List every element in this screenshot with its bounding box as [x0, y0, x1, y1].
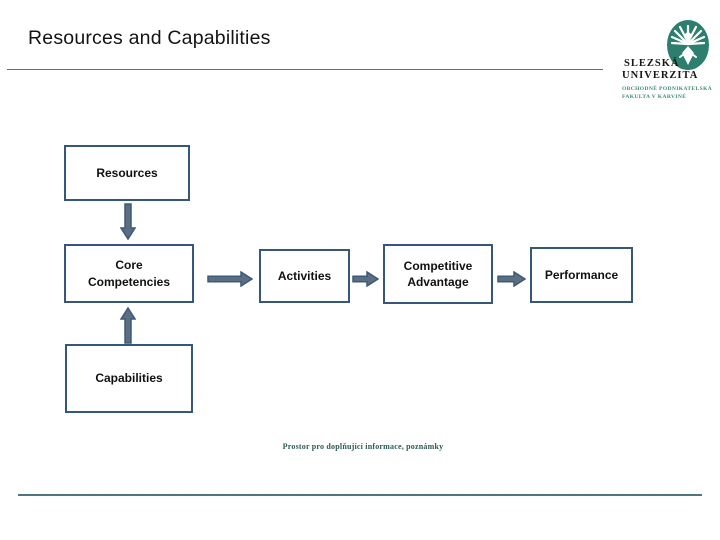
- bottom-divider: [18, 494, 702, 496]
- logo-faculty-line1: OBCHODNĚ PODNIKATELSKÁ: [622, 86, 713, 92]
- node-label: Activities: [277, 268, 332, 283]
- arrow-competitive-to-performance-icon: [497, 271, 526, 287]
- footer-note: Prostor pro doplňující informace, poznám…: [282, 442, 444, 451]
- node-label: Competencies: [87, 274, 171, 289]
- node-resources: Resources: [64, 145, 190, 201]
- title-divider: [7, 69, 603, 70]
- node-activities: Activities: [259, 249, 350, 303]
- node-label: Competitive: [403, 258, 473, 273]
- university-eagle-emblem-icon: [667, 20, 709, 70]
- arrow-capabilities-to-core-icon: [120, 306, 136, 344]
- node-label: Advantage: [407, 275, 469, 289]
- node-label: Core: [115, 258, 143, 273]
- arrow-core-to-activities-icon: [207, 271, 253, 287]
- node-label: Performance: [544, 267, 619, 282]
- logo-name-line2: UNIVERZITA: [622, 70, 699, 81]
- university-logo: SLEZSKÁ UNIVERZITA OBCHODNĚ PODNIKATELSK…: [620, 7, 718, 105]
- logo-name-line1: SLEZSKÁ: [624, 58, 680, 69]
- node-label: Capabilities: [95, 371, 163, 386]
- arrow-resources-to-core-icon: [120, 203, 136, 241]
- arrow-activities-to-competitive-icon: [352, 271, 379, 287]
- logo-faculty-line2: FAKULTA V KARVINÉ: [622, 94, 687, 100]
- node-core-competencies: Core Competencies: [64, 244, 194, 303]
- node-label: Resources: [96, 165, 158, 180]
- slide-title: Resources and Capabilities: [28, 27, 271, 49]
- node-competitive-advantage: Competitive Advantage: [383, 244, 493, 304]
- node-capabilities: Capabilities: [65, 344, 193, 413]
- node-performance: Performance: [530, 247, 633, 303]
